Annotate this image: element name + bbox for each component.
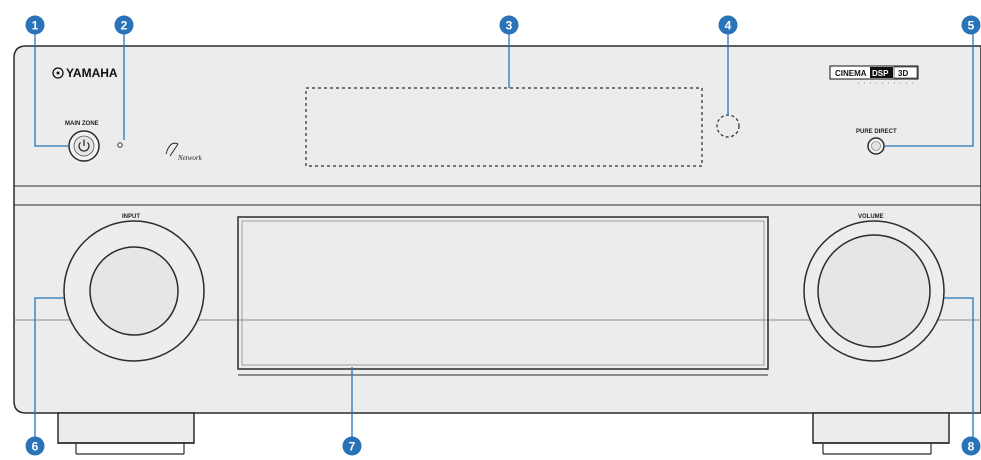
yamaha-logo: YAMAHA xyxy=(52,66,118,80)
leader-line-5 xyxy=(884,30,974,147)
svg-text:1: 1 xyxy=(32,19,39,33)
left-foot xyxy=(57,412,195,455)
volume-knob-label: VOLUME xyxy=(858,214,884,220)
power-icon xyxy=(78,139,90,152)
standby-indicator xyxy=(117,142,123,148)
svg-text:3: 3 xyxy=(506,19,513,33)
three-d-logo-text: 3D xyxy=(898,69,908,78)
cinema-dsp-3d-logo: CINEMA DSP 3D xyxy=(829,65,919,84)
leader-line-1 xyxy=(34,30,69,147)
brand-name: YAMAHA xyxy=(66,66,118,80)
receiver-body xyxy=(13,45,981,414)
callout-1: 1 xyxy=(25,15,45,35)
front-display xyxy=(305,87,703,167)
input-knob-label: INPUT xyxy=(122,214,140,220)
leader-line-6 xyxy=(34,297,64,440)
volume-knob[interactable] xyxy=(803,220,945,362)
pure-direct-button[interactable] xyxy=(867,137,885,155)
svg-text:2: 2 xyxy=(121,19,128,33)
callout-6: 6 xyxy=(25,436,45,456)
network-swoosh-icon xyxy=(165,142,179,157)
front-door[interactable] xyxy=(237,216,769,376)
svg-text:5: 5 xyxy=(968,19,975,33)
pure-direct-label: PURE DIRECT xyxy=(856,129,897,135)
input-knob[interactable] xyxy=(63,220,205,362)
svg-text:4: 4 xyxy=(725,19,732,33)
leader-line-8 xyxy=(944,297,974,440)
leader-lines xyxy=(34,30,974,440)
svg-text:6: 6 xyxy=(32,440,39,454)
tuning-fork-emblem-icon xyxy=(52,67,64,79)
network-label: Network xyxy=(177,154,203,162)
right-foot xyxy=(812,412,950,455)
callout-7: 7 xyxy=(342,436,362,456)
main-zone-power-button[interactable] xyxy=(68,130,100,162)
main-zone-label: MAIN ZONE xyxy=(65,121,99,127)
svg-text:7: 7 xyxy=(349,440,356,454)
callout-8: 8 xyxy=(961,436,981,456)
dsp-logo-text: DSP xyxy=(872,69,889,78)
cinema-logo-text: CINEMA xyxy=(835,69,867,78)
callout-4: 4 xyxy=(718,15,738,35)
svg-text:8: 8 xyxy=(968,440,975,454)
callout-3: 3 xyxy=(499,15,519,35)
network-logo: Network xyxy=(165,142,203,162)
callout-5: 5 xyxy=(961,15,981,35)
callout-2: 2 xyxy=(114,15,134,35)
